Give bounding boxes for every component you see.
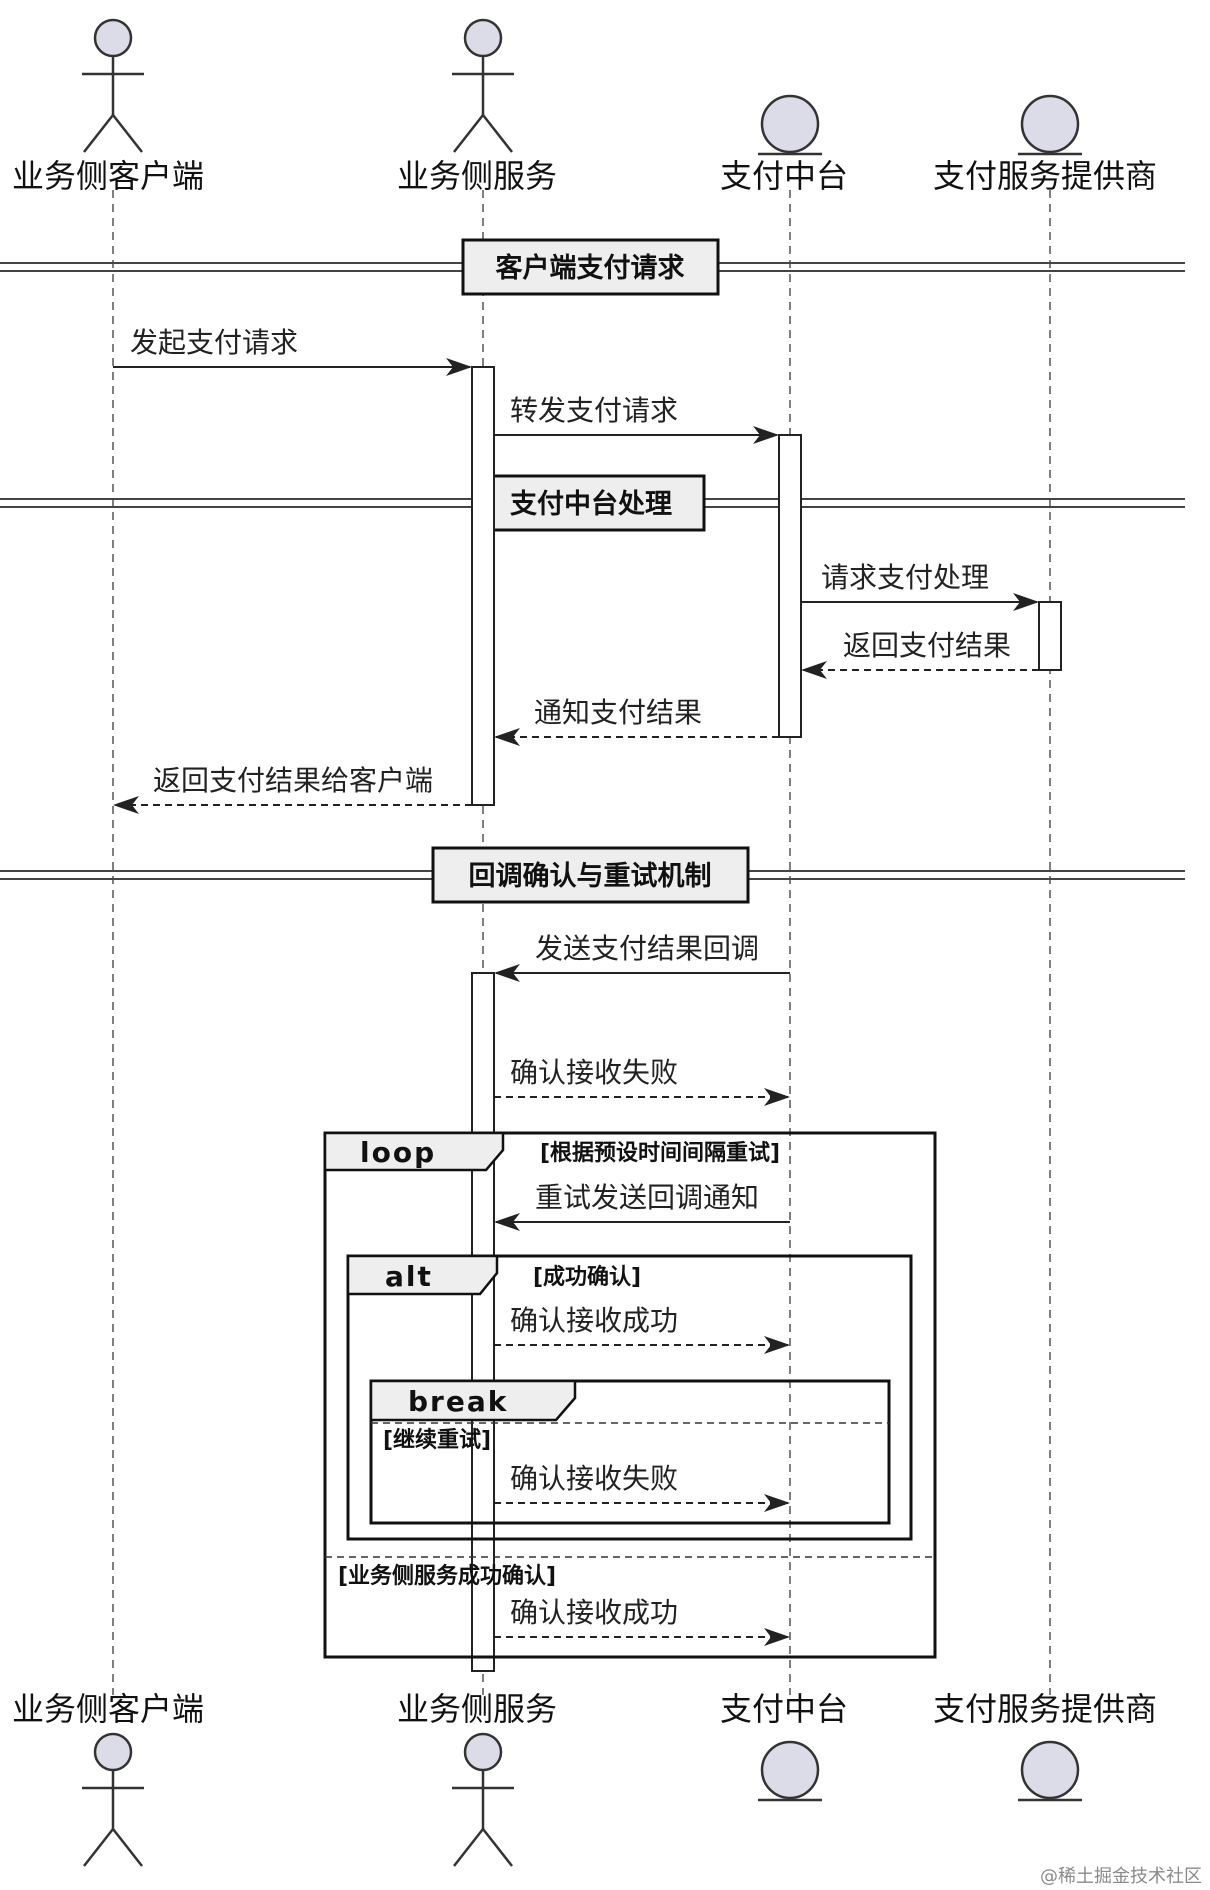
fragment-else-guard: [业务侧服务成功确认] [338, 1563, 556, 1589]
message-4: 返回支付结果 [801, 629, 1039, 679]
message-label: 请求支付处理 [821, 561, 989, 594]
participant-label: 业务侧客户端 [12, 157, 204, 195]
fragment-keyword: alt [385, 1260, 433, 1293]
entity-icon [1018, 94, 1082, 156]
divider-label: 回调确认与重试机制 [469, 860, 712, 892]
actor-icon [452, 1732, 514, 1867]
participant-label: 业务侧客户端 [12, 1690, 204, 1728]
message-label: 通知支付结果 [534, 696, 702, 729]
fragment-guard: [根据预设时间间隔重试] [540, 1141, 780, 1166]
participant-platform-bottom: 支付中台 [720, 1690, 848, 1802]
message-1: 发起支付请求 [113, 326, 472, 376]
message-label: 重试发送回调通知 [535, 1181, 759, 1214]
activation-platform-1 [778, 434, 802, 738]
actor-icon [82, 18, 144, 153]
participant-client-bottom: 业务侧客户端 [12, 1690, 204, 1867]
participant-label: 支付服务提供商 [933, 1690, 1157, 1728]
entity-icon [1018, 1740, 1082, 1802]
participant-label: 支付中台 [720, 157, 848, 195]
message-label: 转发支付请求 [510, 394, 678, 427]
messages: 发起支付请求 转发支付请求 请求支付处理 返回支付结果 通知支付结果 返回支付结… [113, 326, 1039, 1646]
actor-icon [452, 18, 514, 153]
fragment-guard: [成功确认] [533, 1264, 641, 1290]
message-8: 确认接收失败 [494, 1056, 790, 1106]
participant-platform-top: 支付中台 [720, 94, 848, 195]
activation-service-1 [471, 366, 495, 806]
message-7: 发送支付结果回调 [494, 932, 790, 982]
actor-icon [82, 1732, 144, 1867]
message-label: 发送支付结果回调 [535, 932, 759, 965]
participant-label: 业务侧服务 [397, 1690, 557, 1728]
fragment-loop: loop [根据预设时间间隔重试] [业务侧服务成功确认] [323, 1131, 937, 1659]
participant-provider-top: 支付服务提供商 [933, 94, 1157, 195]
message-2: 转发支付请求 [494, 394, 779, 444]
message-label: 返回支付结果给客户端 [153, 764, 433, 797]
fragment-guard: [继续重试] [383, 1427, 491, 1453]
participant-label: 业务侧服务 [397, 157, 557, 195]
fragment-alt: alt [成功确认] [346, 1254, 913, 1541]
message-label: 确认接收失败 [510, 1462, 678, 1495]
divider-label: 客户端支付请求 [496, 252, 685, 284]
message-6: 返回支付结果给客户端 [113, 764, 472, 814]
watermark: @稀土掘金技术社区 [1040, 1866, 1202, 1887]
message-11: 确认接收失败 [494, 1462, 790, 1512]
participant-provider-bottom: 支付服务提供商 [933, 1690, 1157, 1802]
participant-client-top: 业务侧客户端 [12, 18, 204, 195]
divider-platform-processing: 支付中台处理 [0, 474, 1185, 532]
divider-client-request: 客户端支付请求 [0, 238, 1185, 296]
participant-service-bottom: 业务侧服务 [397, 1690, 557, 1867]
message-label: 确认接收成功 [510, 1596, 678, 1629]
message-10: 确认接收成功 [494, 1304, 790, 1354]
fragment-keyword: loop [360, 1136, 436, 1169]
message-5: 通知支付结果 [494, 696, 779, 746]
entity-icon [758, 1740, 822, 1802]
message-label: 确认接收失败 [510, 1056, 678, 1089]
fragment-break: break [继续重试] [369, 1379, 891, 1525]
entity-icon [758, 94, 822, 156]
message-label: 发起支付请求 [130, 326, 298, 359]
message-3: 请求支付处理 [801, 561, 1039, 611]
divider-label: 支付中台处理 [510, 488, 672, 520]
activation-provider-1 [1038, 601, 1062, 671]
divider-callback-retry: 回调确认与重试机制 [0, 846, 1185, 904]
fragment-keyword: break [408, 1385, 508, 1418]
message-label: 确认接收成功 [510, 1304, 678, 1337]
message-12: 确认接收成功 [494, 1596, 790, 1646]
participant-service-top: 业务侧服务 [397, 18, 557, 195]
message-label: 返回支付结果 [843, 629, 1011, 662]
message-9: 重试发送回调通知 [494, 1181, 790, 1231]
participant-label: 支付中台 [720, 1690, 848, 1728]
participant-label: 支付服务提供商 [933, 157, 1157, 195]
